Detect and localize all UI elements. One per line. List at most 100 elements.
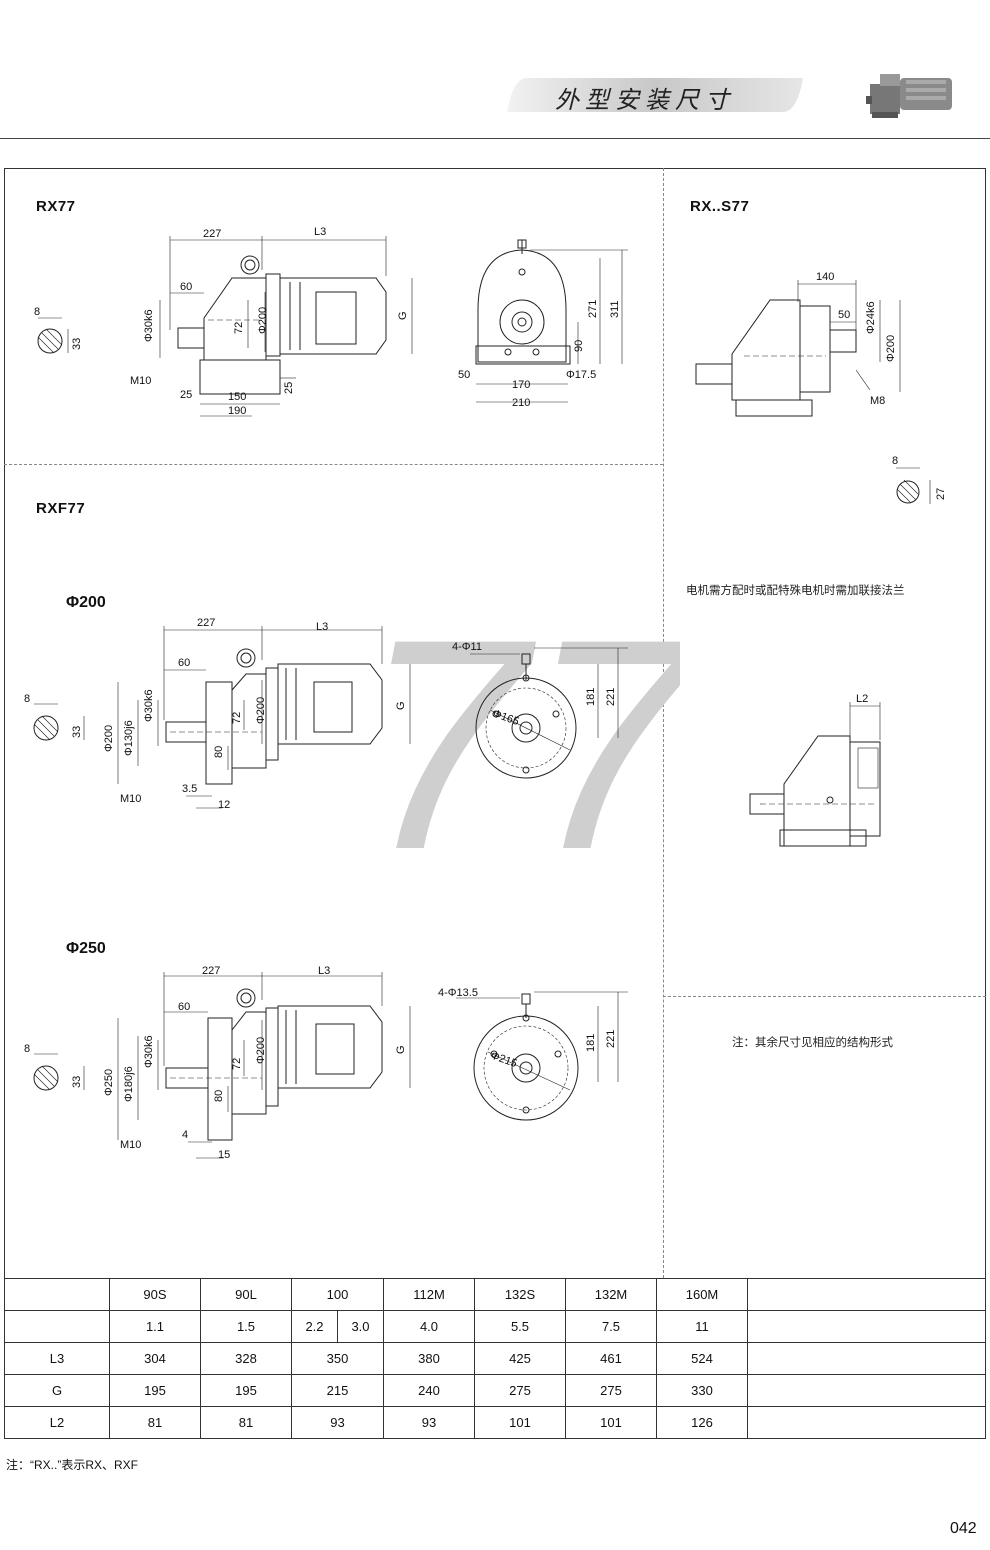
f250-dim-60: 60 <box>178 1001 190 1013</box>
rx-dim-25a: 25 <box>180 389 192 401</box>
rx-dim-flange: Φ200 <box>257 307 269 334</box>
frame-cell: 160M <box>656 1278 748 1311</box>
f250-key-width: 8 <box>24 1043 30 1055</box>
table-row-power: 1.1 1.5 2.2 3.0 4.0 5.5 7.5 11 <box>4 1310 986 1343</box>
horizontal-divider-left <box>4 464 663 465</box>
f200-end-view <box>475 653 577 779</box>
other-dims-note: 注：其余尺寸见相应的结构形式 <box>732 1037 893 1049</box>
f250-dim-M10: M10 <box>120 1139 141 1151</box>
table-cell: 240 <box>383 1374 475 1407</box>
f250-end-holes: 4-Φ13.5 <box>438 987 478 999</box>
frame-cell: 132S <box>474 1278 566 1311</box>
rx-dim-G: G <box>397 311 409 320</box>
table-cell: 101 <box>565 1406 657 1439</box>
power-cell: 2.2 <box>291 1310 338 1343</box>
table-cell-empty <box>747 1342 986 1375</box>
f250-shaft-key-section <box>33 1053 85 1091</box>
frame-cell: 100 <box>291 1278 384 1311</box>
f200-end-pcd: Φ165 <box>491 708 521 729</box>
f250-dim-227: 227 <box>202 965 220 977</box>
table-cell-empty <box>4 1310 110 1343</box>
flange-note: 电机需方配时或配特殊电机时需加联接法兰 <box>686 585 905 597</box>
f250-end-dims <box>456 991 628 1082</box>
vertical-divider <box>663 168 664 1278</box>
rxs-dim-shaft: Φ24k6 <box>865 301 877 334</box>
footer-note: 注：“RX..”表示RX、RXF <box>6 1458 139 1472</box>
rxs77-view <box>695 299 857 417</box>
power-cell: 5.5 <box>474 1310 566 1343</box>
f250-end-181: 181 <box>585 1034 597 1052</box>
f250-dim-80: 80 <box>213 1090 225 1102</box>
rxs77-dimensions <box>797 280 901 392</box>
table-cell-empty <box>747 1406 986 1439</box>
row-label: L3 <box>4 1342 110 1375</box>
f200-end-221: 221 <box>605 688 617 706</box>
rx77-dimensions <box>159 236 413 417</box>
rx-dim-72: 72 <box>233 322 245 334</box>
f250-dim-4: 4 <box>182 1129 188 1141</box>
rx-dim-190: 190 <box>228 405 246 417</box>
f200-key-width: 8 <box>24 693 30 705</box>
f200-end-holes: 4-Φ11 <box>452 641 482 653</box>
table-cell: 380 <box>383 1342 475 1375</box>
f200-key-height: 33 <box>71 726 83 738</box>
table-cell: 275 <box>474 1374 566 1407</box>
table-cell: 328 <box>200 1342 292 1375</box>
rxs-dim-140: 140 <box>816 271 834 283</box>
watermark-text: 77 <box>360 620 680 860</box>
f250-side-view <box>165 988 383 1141</box>
table-cell: 524 <box>656 1342 748 1375</box>
f250-dim-L3: L3 <box>318 965 330 977</box>
rxs-dim-flange: Φ200 <box>885 335 897 362</box>
horizontal-divider-right <box>663 996 986 997</box>
f250-end-view <box>473 993 579 1121</box>
header-rule <box>0 138 990 139</box>
f200-dim-shaft: Φ30k6 <box>143 689 155 722</box>
rx-dim-227: 227 <box>203 228 221 240</box>
f250-dim-spigot: Φ180j6 <box>123 1066 135 1102</box>
table-cell: 93 <box>383 1406 475 1439</box>
rx-dim-25b: 25 <box>283 382 295 394</box>
rxs77-shaft-key-section <box>896 467 931 504</box>
table-cell: 330 <box>656 1374 748 1407</box>
rx-dim-60: 60 <box>180 281 192 293</box>
f200-end-181: 181 <box>585 688 597 706</box>
rxs-dim-50: 50 <box>838 309 850 321</box>
table-cell-empty <box>747 1374 986 1407</box>
rx-end-50: 50 <box>458 369 470 381</box>
rx-key-height: 33 <box>71 338 83 350</box>
frame-cell: 132M <box>565 1278 657 1311</box>
table-cell: 350 <box>291 1342 384 1375</box>
table-row-frames: 90S 90L 100 112M 132S 132M 160M <box>4 1278 986 1311</box>
f200-dim-72: 72 <box>231 712 243 724</box>
f200-dim-3-5: 3.5 <box>182 783 197 795</box>
f250-dim-G: G <box>395 1045 407 1054</box>
page-number: 042 <box>950 1520 977 1537</box>
f200-dim-80: 80 <box>213 746 225 758</box>
table-cell-empty <box>747 1310 986 1343</box>
rxs77-adapter-dims <box>849 702 881 740</box>
f200-end-dims <box>470 647 628 738</box>
rxs-key-height: 27 <box>935 488 947 500</box>
table-cell: 93 <box>291 1406 384 1439</box>
power-cell: 3.0 <box>337 1310 384 1343</box>
power-cell: 1.1 <box>109 1310 201 1343</box>
technical-drawings: 8 33 227 L3 60 Φ30k6 72 Φ200 G M10 25 15… <box>24 226 947 1161</box>
frame-cell: 90S <box>109 1278 201 1311</box>
f250-dim-flange: Φ250 <box>103 1069 115 1096</box>
f200-dim-spigot: Φ130j6 <box>123 720 135 756</box>
f200-dim-L3: L3 <box>316 621 328 633</box>
title-banner <box>507 78 803 112</box>
rx-dim-shaft: Φ30k6 <box>143 309 155 342</box>
power-cell: 11 <box>656 1310 748 1343</box>
frame-cell: 90L <box>200 1278 292 1311</box>
f250-dim-72: 72 <box>231 1058 243 1070</box>
table-cell: 195 <box>200 1374 292 1407</box>
table-cell-empty <box>4 1278 110 1311</box>
rx77-side-view <box>177 255 387 395</box>
rx77-end-dimensions <box>476 249 628 403</box>
table-cell: 126 <box>656 1406 748 1439</box>
f200-dim-G: G <box>395 701 407 710</box>
f250-dim-motor: Φ200 <box>255 1037 267 1064</box>
section-label-rxs77: RX..S77 <box>690 198 750 215</box>
